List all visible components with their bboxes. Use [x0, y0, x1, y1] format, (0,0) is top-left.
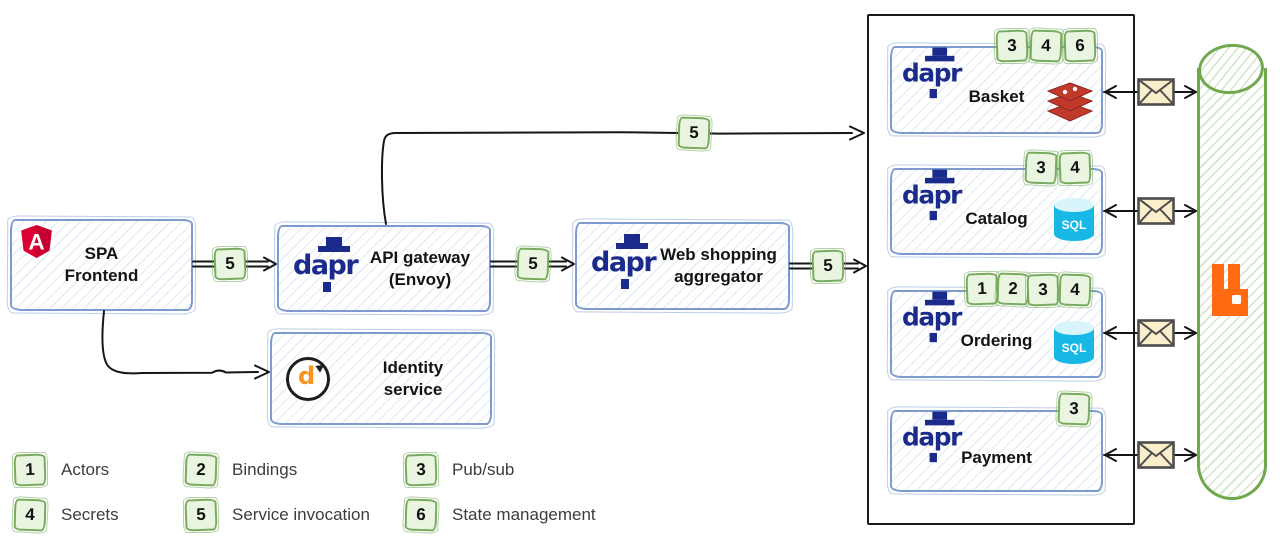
edge-badge-gateway-aggregator: 5 [516, 247, 550, 281]
dapr-hat-icon [616, 234, 648, 249]
services-container [867, 14, 1135, 525]
dapr-hat-icon [318, 236, 350, 252]
legend-label-pubsub: Pub/sub [452, 460, 515, 479]
dapr-wordmark: dapr [902, 181, 962, 211]
dapr-icon: dapr [591, 234, 657, 291]
legend-label-service-invocation: Service invocation [232, 505, 370, 524]
ordering-badge-pubsub: 3 [1026, 273, 1060, 307]
node-api-gateway: dapr API gateway (Envoy) [277, 225, 491, 312]
edge-spa-identity-arrowhead [254, 364, 270, 380]
svg-text:SQL: SQL [1062, 218, 1087, 232]
edge-payment-bus-right-arrowhead [1184, 448, 1197, 462]
message-envelope-icon [1137, 441, 1175, 469]
legend-item-service-invocation: 5 Service invocation [184, 498, 370, 532]
identityserver-arrow [315, 360, 327, 373]
legend-item-state-management: 6 State management [404, 498, 596, 532]
legend-item-actors: 1 Actors [13, 453, 110, 487]
edge-gateway-services [380, 131, 853, 225]
dapr-icon: dapr [902, 411, 963, 464]
dapr-icon: dapr [902, 47, 963, 100]
edge-gateway-aggregator-arrowhead [561, 256, 575, 272]
basket-badge-pubsub: 3 [995, 29, 1029, 63]
edge-catalog-bus-right-arrowhead [1184, 204, 1197, 218]
ordering-badge-actors: 1 [965, 272, 999, 306]
api-gateway-title: API gateway (Envoy) [369, 247, 471, 289]
legend-label-bindings: Bindings [232, 460, 298, 479]
redis-icon [1046, 81, 1094, 128]
legend-item-secrets: 4 Secrets [13, 498, 119, 532]
message-envelope-icon [1137, 197, 1175, 225]
dapr-wordmark: dapr [902, 303, 962, 333]
dapr-wordmark: dapr [293, 249, 359, 281]
edge-badge-aggregator-services: 5 [811, 249, 845, 283]
dapr-tail [929, 332, 937, 343]
dapr-icon: dapr [293, 236, 359, 294]
message-envelope-icon [1137, 78, 1175, 106]
legend-badge-bindings: 2 [184, 453, 218, 487]
basket-title: Basket [968, 87, 1025, 107]
legend-item-pubsub: 3 Pub/sub [404, 453, 515, 487]
catalog-badge-pubsub: 3 [1024, 151, 1058, 185]
dapr-hat-icon [925, 291, 955, 306]
catalog-title: Catalog [965, 208, 1028, 228]
dapr-wordmark: dapr [591, 247, 657, 278]
dapr-tail [929, 88, 937, 99]
sql-database-icon: SQL [1053, 320, 1095, 370]
edge-gateway-services-arrowhead [849, 125, 865, 141]
legend-label-state-management: State management [452, 505, 596, 524]
edge-basket-bus-right-arrowhead [1184, 85, 1197, 99]
dapr-tail [621, 279, 629, 289]
legend-badge-state-management: 6 [404, 498, 438, 532]
identityserver-letter: d [298, 361, 316, 390]
identity-service-title: Identity service [382, 357, 444, 399]
legend-item-bindings: 2 Bindings [184, 453, 298, 487]
dapr-tail [929, 452, 937, 463]
catalog-badge-secrets: 4 [1058, 151, 1092, 185]
node-spa-frontend: A SPA Frontend [10, 219, 193, 311]
message-envelope-icon [1137, 319, 1175, 347]
payment-title: Payment [961, 448, 1032, 468]
dapr-tail [323, 281, 331, 292]
legend-badge-pubsub: 3 [404, 453, 438, 487]
identityserver-icon: d [286, 356, 330, 401]
angular-icon: A [21, 225, 52, 263]
ordering-badge-secrets: 4 [1058, 273, 1092, 307]
edge-aggregator-services-arrowhead [853, 258, 867, 274]
edge-ordering-bus-right-arrowhead [1184, 326, 1197, 340]
basket-badge-secrets: 4 [1029, 29, 1063, 63]
node-identity-service: d Identity service [270, 332, 492, 425]
edge-badge-spa-gateway: 5 [213, 247, 247, 281]
edge-badge-gateway-services: 5 [677, 116, 711, 150]
legend-badge-secrets: 4 [13, 498, 47, 532]
edge-spa-identity [101, 310, 259, 375]
legend-badge-actors: 1 [13, 453, 47, 487]
basket-badge-state: 6 [1063, 29, 1097, 63]
dapr-icon: dapr [902, 169, 963, 222]
sql-database-icon: SQL [1053, 197, 1095, 247]
dapr-hat-icon [925, 47, 955, 62]
node-web-shopping-aggregator: dapr Web shopping aggregator [575, 222, 790, 310]
dapr-hat-icon [925, 411, 955, 426]
legend-badge-service-invocation: 5 [184, 498, 218, 532]
legend-label-actors: Actors [61, 460, 110, 479]
dapr-wordmark: dapr [902, 423, 962, 453]
dapr-icon: dapr [902, 291, 963, 344]
edge-spa-gateway-arrowhead [263, 256, 277, 272]
spa-frontend-title: SPA Frontend [64, 244, 139, 285]
rabbitmq-icon [1212, 263, 1248, 322]
dapr-wordmark: dapr [902, 59, 962, 89]
ordering-title: Ordering [960, 331, 1033, 351]
dapr-tail [929, 210, 937, 221]
legend-label-secrets: Secrets [61, 505, 119, 524]
svg-text:SQL: SQL [1062, 341, 1087, 355]
svg-text:A: A [28, 229, 44, 254]
payment-badge-pubsub: 3 [1057, 392, 1091, 426]
dapr-hat-icon [925, 169, 955, 184]
web-shopping-aggregator-title: Web shopping aggregator [660, 245, 777, 286]
